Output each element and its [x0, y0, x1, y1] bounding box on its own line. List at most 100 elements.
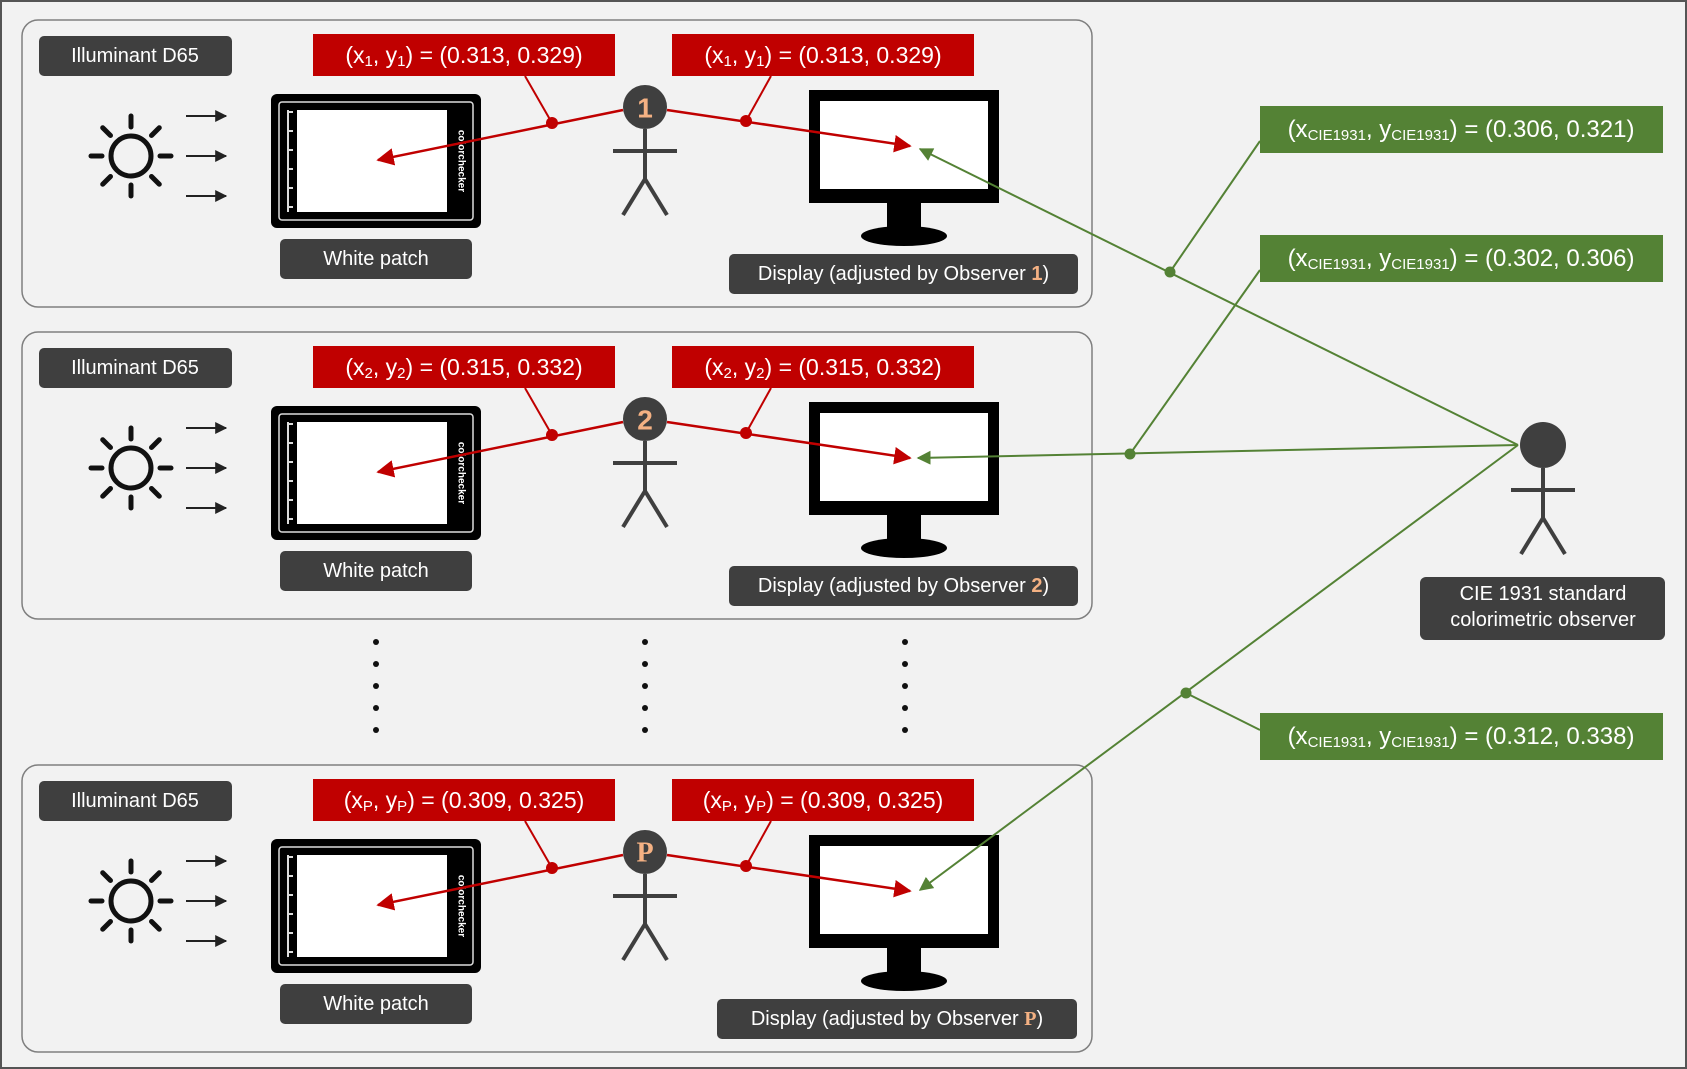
observer-right-leg	[643, 922, 669, 962]
illuminant-label	[39, 348, 232, 388]
patch-inner-border	[278, 413, 474, 533]
coord-suffix: ) = (0.315, 0.332)	[406, 354, 583, 380]
monitor-base	[861, 538, 947, 558]
observer-left-leg	[621, 177, 647, 217]
coordinate-label-text: (xCIE1931, yCIE1931) = (0.302, 0.306)	[1288, 245, 1635, 273]
ellipsis-dot	[902, 639, 908, 645]
sun-ray	[100, 919, 113, 932]
coord-suffix: ) = (0.312, 0.338)	[1450, 723, 1635, 750]
right-coordinate-label	[672, 346, 974, 388]
right-label-leader	[745, 75, 772, 122]
white-patch-area	[297, 422, 447, 524]
left-leader-dot	[546, 429, 558, 441]
white-patch-label	[280, 551, 472, 591]
coord-mid: , y	[1366, 723, 1391, 750]
sun-ray	[100, 125, 113, 138]
coord-mid: , y	[373, 42, 398, 68]
coord-subscript-x: CIE1931	[1308, 734, 1366, 751]
ellipsis-dot	[902, 727, 908, 733]
coordinate-label-text: (x1, y1) = (0.313, 0.329)	[704, 42, 941, 70]
cie-observer-line1: CIE 1931 standard	[1460, 583, 1627, 605]
sun-ray	[100, 437, 113, 450]
observer-marker: 1	[637, 93, 653, 124]
sun-ray	[100, 486, 113, 499]
right-coordinate-label	[672, 779, 974, 821]
cie-sight-line	[918, 444, 1519, 891]
illuminant-label	[39, 781, 232, 821]
sun-ray	[149, 919, 162, 932]
illuminant-text: Illuminant D65	[71, 357, 199, 379]
coordinate-label-text: (x2, y2) = (0.315, 0.332)	[345, 354, 582, 382]
cie-observer-line2: colorimetric observer	[1450, 609, 1636, 631]
observer-left-leg	[621, 922, 647, 962]
white-patch-area	[297, 855, 447, 957]
colorchecker-brand-text: colorchecker	[456, 875, 467, 937]
sun-ray	[100, 174, 113, 187]
coord-suffix: ) = (0.313, 0.329)	[406, 42, 583, 68]
coordinate-label-text: (x2, y2) = (0.315, 0.332)	[704, 354, 941, 382]
coord-mid: , y	[732, 354, 757, 380]
monitor-base	[861, 971, 947, 991]
sun-ray	[149, 437, 162, 450]
white-patch-text: White patch	[323, 560, 429, 582]
coord-suffix: ) = (0.302, 0.306)	[1450, 245, 1635, 272]
coord-subscript-y: P	[397, 798, 407, 815]
stick-figure-icon: 2	[613, 397, 677, 529]
ellipsis-dot	[902, 683, 908, 689]
ellipsis-dot	[373, 639, 379, 645]
coord-mid: , y	[732, 42, 757, 68]
left-coordinate-label	[313, 346, 615, 388]
white-patch-label	[280, 239, 472, 279]
cie-sight-line	[916, 444, 1519, 465]
sun-core	[108, 445, 154, 491]
sun-ray	[100, 870, 113, 883]
sight-line-to-display	[666, 108, 912, 153]
sight-line-to-display	[666, 420, 912, 465]
white-patch-text: White patch	[323, 248, 429, 270]
right-label-leader	[745, 387, 772, 434]
coord-suffix: ) = (0.313, 0.329)	[765, 42, 942, 68]
sight-line-to-patch	[376, 108, 624, 166]
sight-line-to-patch	[376, 853, 624, 911]
observer-head	[623, 830, 667, 874]
ellipsis-dot	[642, 705, 648, 711]
display-label	[729, 566, 1078, 606]
display-label-main: Display (adjusted by Observer	[758, 263, 1031, 285]
coord-subscript-x: P	[363, 798, 373, 815]
coord-prefix: (x	[345, 42, 365, 68]
sight-line-to-patch	[376, 420, 624, 478]
coord-prefix: (x	[1288, 723, 1308, 750]
coord-subscript-x: CIE1931	[1308, 127, 1366, 144]
display-label-close: )	[1042, 263, 1049, 285]
observer-right-leg	[643, 489, 669, 529]
display-label-index: 2	[1031, 575, 1042, 597]
left-label-leader	[524, 387, 553, 436]
cie-leader-dot	[1164, 266, 1176, 278]
left-leader-dot	[546, 862, 558, 874]
coord-suffix: ) = (0.306, 0.321)	[1450, 116, 1635, 143]
left-coordinate-label	[313, 34, 615, 76]
ellipsis-dot	[642, 639, 648, 645]
observer-left-leg	[1519, 516, 1545, 556]
right-leader-dot	[740, 115, 752, 127]
cie-sight-line	[918, 148, 1519, 446]
colorchecker-brand-text: colorchecker	[456, 442, 467, 504]
colorchecker-white-patch-icon: colorchecker	[271, 839, 481, 973]
coordinate-label-text: (xCIE1931, yCIE1931) = (0.312, 0.338)	[1288, 723, 1635, 751]
coord-subscript-x: 2	[724, 365, 732, 382]
sun-ray	[149, 486, 162, 499]
coord-subscript-y: 1	[756, 53, 764, 70]
illuminant-text: Illuminant D65	[71, 790, 199, 812]
coord-prefix: (x	[704, 42, 724, 68]
ellipsis-dot	[902, 705, 908, 711]
coord-subscript-y: 1	[397, 53, 405, 70]
observer-right-leg	[643, 177, 669, 217]
ellipsis-dot	[642, 727, 648, 733]
ellipsis-dot	[373, 661, 379, 667]
coord-subscript-x: 2	[365, 365, 373, 382]
sun-icon	[88, 113, 174, 199]
white-patch-text: White patch	[323, 993, 429, 1015]
